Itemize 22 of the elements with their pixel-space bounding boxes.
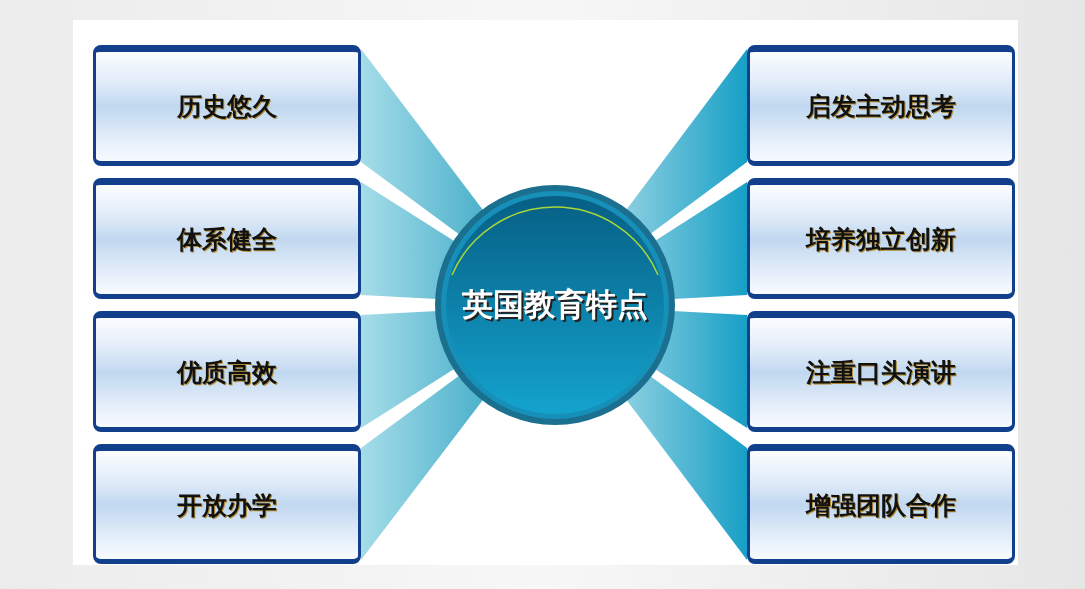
connector-wedge xyxy=(361,182,456,299)
connector-wedge xyxy=(626,375,747,560)
connector-wedge xyxy=(361,311,456,428)
topic-box xyxy=(747,444,1015,564)
topic-label: 注重口头演讲 xyxy=(806,357,956,389)
connector-wedge xyxy=(625,49,747,235)
connector-wedge xyxy=(361,49,484,235)
connector-wedge xyxy=(361,375,484,560)
connector-wedge xyxy=(654,182,747,299)
topic-box xyxy=(93,45,361,166)
topic-label: 历史悠久 xyxy=(177,91,277,123)
connector-wedge xyxy=(654,311,747,428)
topic-label: 开放办学 xyxy=(177,489,277,522)
topic-label: 优质高效 xyxy=(177,357,277,389)
topic-label: 启发主动思考 xyxy=(806,91,956,123)
topic-box xyxy=(747,45,1015,166)
topic-label: 培养独立创新 xyxy=(806,224,956,256)
topic-box xyxy=(93,444,361,564)
topic-label: 增强团队合作 xyxy=(806,489,956,522)
topic-label: 体系健全 xyxy=(177,224,277,256)
topic-circle xyxy=(435,185,675,425)
title-label: 英国教育特点 xyxy=(461,285,649,324)
